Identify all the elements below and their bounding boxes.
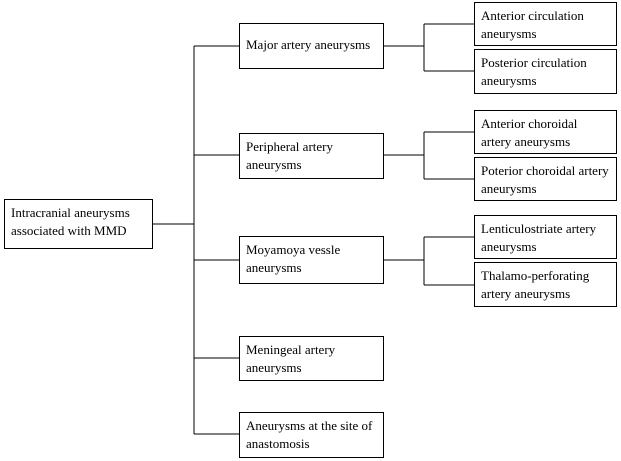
subtype-label: Poterior choroidal artery aneurysms [481, 163, 609, 196]
category-node-anastomosis: Aneurysms at the site of anastomosis [239, 412, 384, 458]
category-label: Aneurysms at the site of anastomosis [246, 418, 373, 451]
category-node-moyamoya-vessel: Moyamoya vessle aneurysms [239, 236, 384, 284]
category-node-meningeal-artery: Meningeal artery aneurysms [239, 336, 384, 381]
category-label: Moyamoya vessle aneurysms [246, 242, 341, 275]
category-label: Meningeal artery aneurysms [246, 342, 336, 375]
subtype-node-posterior-choroidal: Poterior choroidal artery aneurysms [474, 157, 617, 201]
subtype-label: Posterior circulation aneurysms [481, 55, 587, 88]
category-node-peripheral-artery: Peripheral artery aneurysms [239, 133, 384, 179]
subtype-node-thalamo-perforating: Thalamo-perforating artery aneurysms [474, 262, 617, 307]
subtype-node-anterior-choroidal: Anterior choroidal artery aneurysms [474, 110, 617, 154]
subtype-node-lenticulostriate: Lenticulostriate artery aneurysms [474, 215, 617, 259]
category-node-major-artery: Major artery aneurysms [239, 23, 384, 69]
subtype-node-posterior-circulation: Posterior circulation aneurysms [474, 49, 617, 94]
subtype-label: Lenticulostriate artery aneurysms [481, 221, 597, 254]
category-label: Major artery aneurysms [246, 37, 371, 52]
subtype-node-anterior-circulation: Anterior circulation aneurysms [474, 2, 617, 46]
subtype-label: Thalamo-perforating artery aneurysms [481, 268, 590, 301]
subtype-label: Anterior circulation aneurysms [481, 8, 584, 41]
root-node-label: Intracranial aneurysms associated with M… [11, 205, 130, 238]
subtype-label: Anterior choroidal artery aneurysms [481, 116, 578, 149]
category-label: Peripheral artery aneurysms [246, 139, 333, 172]
root-node: Intracranial aneurysms associated with M… [4, 199, 153, 249]
